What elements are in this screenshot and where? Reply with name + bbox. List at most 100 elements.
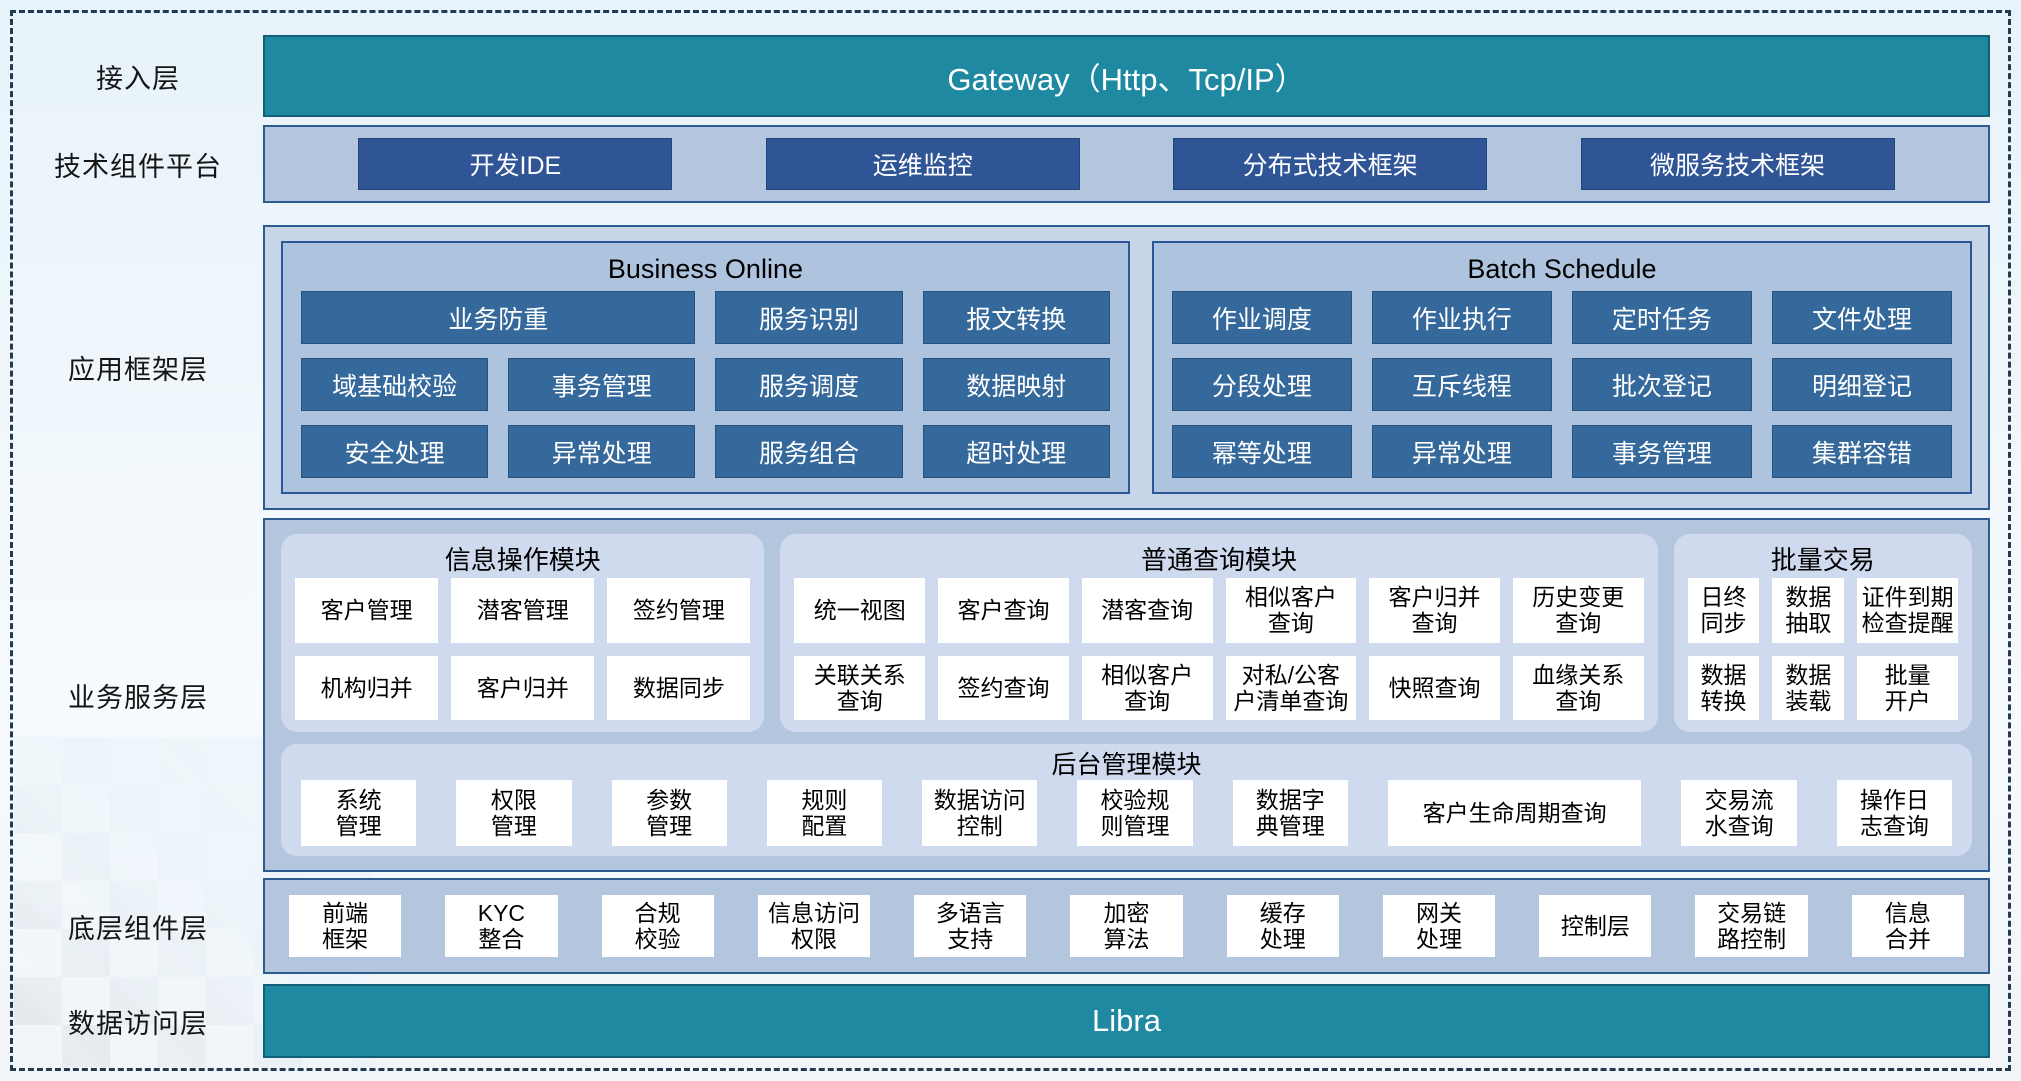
base-item: 信息 合并 xyxy=(1851,895,1964,957)
libra-bar: Libra xyxy=(263,984,1990,1058)
bo-item: 服务组合 xyxy=(715,425,903,478)
query-item: 签约查询 xyxy=(938,655,1069,720)
query-item: 历史变更 查询 xyxy=(1512,578,1644,643)
layer-label-data: 数据访问层 xyxy=(68,1008,208,1039)
bo-item: 业务防重 xyxy=(301,291,696,344)
bs-item: 分段处理 xyxy=(1171,358,1352,411)
bs-item: 集群容错 xyxy=(1771,425,1952,478)
admin-item: 数据访问 控制 xyxy=(922,780,1038,846)
admin-item: 系统 管理 xyxy=(301,780,417,846)
tech-band: 开发IDE 运维监控 分布式技术框架 微服务技术框架 xyxy=(263,125,1990,203)
batch-trade-module: 批量交易 日终 同步 数据 抽取 证件到期 检查提醒 数据 转换 数据 装载 批… xyxy=(1673,534,1972,732)
info-ops-module: 信息操作模块 客户管理 潜客管理 签约管理 机构归并 客户归并 数据同步 xyxy=(281,534,765,732)
base-item: 缓存 处理 xyxy=(1226,895,1339,957)
gateway-bar: Gateway（Http、Tcp/IP） xyxy=(263,35,1990,117)
bo-item: 事务管理 xyxy=(508,358,696,411)
bs-item: 异常处理 xyxy=(1371,425,1552,478)
info-ops-grid: 客户管理 潜客管理 签约管理 机构归并 客户归并 数据同步 xyxy=(295,578,751,720)
query-item: 快照查询 xyxy=(1369,655,1500,720)
bs-item: 文件处理 xyxy=(1771,291,1952,344)
admin-grid: 系统 管理 权限 管理 参数 管理 规则 配置 数据访问 控制 校验规 则管理 … xyxy=(301,780,1952,846)
bo-item: 报文转换 xyxy=(922,291,1110,344)
trade-item: 数据 抽取 xyxy=(1772,578,1845,643)
info-item: 客户归并 xyxy=(451,655,595,720)
query-module: 普通查询模块 统一视图 客户查询 潜客查询 相似客户 查询 客户归并 查询 历史… xyxy=(780,534,1658,732)
batch-schedule-grid: 作业调度 作业执行 定时任务 文件处理 分段处理 互斥线程 批次登记 明细登记 … xyxy=(1171,291,1952,478)
layer-data-access: 数据访问层 Libra xyxy=(13,984,1990,1058)
admin-module: 后台管理模块 系统 管理 权限 管理 参数 管理 规则 配置 数据访问 控制 校… xyxy=(281,744,1972,856)
bo-item: 异常处理 xyxy=(508,425,696,478)
admin-item-lifecycle: 客户生命周期查询 xyxy=(1387,780,1642,846)
layer-label-service: 业务服务层 xyxy=(68,682,208,713)
query-item: 对私/公客 户清单查询 xyxy=(1225,655,1357,720)
info-item: 潜客管理 xyxy=(451,578,595,643)
diagram-layout: 接入层 Gateway（Http、Tcp/IP） 技术组件平台 开发IDE 运维… xyxy=(13,13,2008,1068)
info-item: 签约管理 xyxy=(607,578,751,643)
business-online-grid: 业务防重 服务识别 报文转换 域基础校验 事务管理 服务调度 数据映射 安全处理… xyxy=(301,291,1110,478)
base-item: 交易链 路控制 xyxy=(1695,895,1808,957)
layer-label-app: 应用框架层 xyxy=(68,355,208,385)
query-title: 普通查询模块 xyxy=(1141,544,1298,575)
trade-item: 证件到期 检查提醒 xyxy=(1857,578,1958,643)
info-item: 客户管理 xyxy=(295,578,439,643)
info-ops-title: 信息操作模块 xyxy=(444,544,601,575)
tech-item-distributed-framework: 分布式技术框架 xyxy=(1173,138,1488,190)
tech-item-ide: 开发IDE xyxy=(358,138,673,190)
query-item: 相似客户 查询 xyxy=(1081,655,1213,720)
query-item: 潜客查询 xyxy=(1081,578,1213,643)
bs-item: 互斥线程 xyxy=(1371,358,1552,411)
tech-item-microservice-framework: 微服务技术框架 xyxy=(1580,138,1895,190)
base-components-band: 前端 框架 KYC 整合 合规 校验 信息访问 权限 多语言 支持 加密 算法 … xyxy=(263,878,1990,974)
batch-schedule-title: Batch Schedule xyxy=(1467,253,1657,284)
admin-item: 数据字 典管理 xyxy=(1232,780,1348,846)
base-item: 多语言 支持 xyxy=(914,895,1027,957)
batch-trade-grid: 日终 同步 数据 抽取 证件到期 检查提醒 数据 转换 数据 装载 批量 开户 xyxy=(1687,578,1958,720)
admin-item: 参数 管理 xyxy=(611,780,727,846)
bs-item: 作业调度 xyxy=(1171,291,1352,344)
admin-item: 权限 管理 xyxy=(456,780,572,846)
info-item: 数据同步 xyxy=(607,655,751,720)
admin-item: 交易流 水查询 xyxy=(1681,780,1797,846)
query-item: 统一视图 xyxy=(794,578,926,643)
info-item: 机构归并 xyxy=(295,655,439,720)
base-item: 网关 处理 xyxy=(1382,895,1496,957)
admin-item: 校验规 则管理 xyxy=(1077,780,1193,846)
trade-item: 批量 开户 xyxy=(1857,655,1958,720)
base-item: 控制层 xyxy=(1539,895,1652,957)
bs-item: 事务管理 xyxy=(1571,425,1752,478)
bo-item: 安全处理 xyxy=(301,425,489,478)
query-item: 血缘关系 查询 xyxy=(1512,655,1644,720)
query-grid: 统一视图 客户查询 潜客查询 相似客户 查询 客户归并 查询 历史变更 查询 关… xyxy=(794,578,1644,720)
base-item: 信息访问 权限 xyxy=(757,895,871,957)
query-item: 客户查询 xyxy=(938,578,1069,643)
business-online-title: Business Online xyxy=(607,253,803,284)
query-item: 客户归并 查询 xyxy=(1369,578,1500,643)
bs-item: 定时任务 xyxy=(1571,291,1752,344)
layer-business-service: 业务服务层 信息操作模块 客户管理 潜客管理 签约管理 机构归并 客户归并 数据… xyxy=(13,518,1990,872)
layer-label-base: 底层组件层 xyxy=(68,913,208,944)
batch-trade-title: 批量交易 xyxy=(1770,544,1875,575)
base-item: 合规 校验 xyxy=(601,895,714,957)
admin-item: 规则 配置 xyxy=(766,780,883,846)
layer-tech: 技术组件平台 开发IDE 运维监控 分布式技术框架 微服务技术框架 xyxy=(13,125,1990,203)
bo-item: 超时处理 xyxy=(922,425,1110,478)
bs-item: 作业执行 xyxy=(1371,291,1552,344)
admin-item: 操作日 志查询 xyxy=(1836,780,1952,846)
trade-item: 数据 转换 xyxy=(1687,655,1760,720)
bs-item: 幂等处理 xyxy=(1171,425,1352,478)
business-service-band: 信息操作模块 客户管理 潜客管理 签约管理 机构归并 客户归并 数据同步 普通查… xyxy=(263,518,1990,872)
base-item: 加密 算法 xyxy=(1070,895,1183,957)
layer-access: 接入层 Gateway（Http、Tcp/IP） xyxy=(13,35,1990,117)
business-online-group: Business Online 业务防重 服务识别 报文转换 域基础校验 事务管… xyxy=(281,241,1130,494)
service-modules-row: 信息操作模块 客户管理 潜客管理 签约管理 机构归并 客户归并 数据同步 普通查… xyxy=(281,534,1972,732)
trade-item: 数据 装载 xyxy=(1772,655,1845,720)
layer-label-access: 接入层 xyxy=(96,63,180,94)
admin-title: 后台管理模块 xyxy=(1051,751,1202,779)
batch-schedule-group: Batch Schedule 作业调度 作业执行 定时任务 文件处理 分段处理 … xyxy=(1151,241,1972,494)
bo-item: 服务调度 xyxy=(715,358,903,411)
query-item: 关联关系 查询 xyxy=(794,655,926,720)
bs-item: 明细登记 xyxy=(1771,358,1952,411)
trade-item: 日终 同步 xyxy=(1687,578,1760,643)
bo-item: 数据映射 xyxy=(922,358,1110,411)
